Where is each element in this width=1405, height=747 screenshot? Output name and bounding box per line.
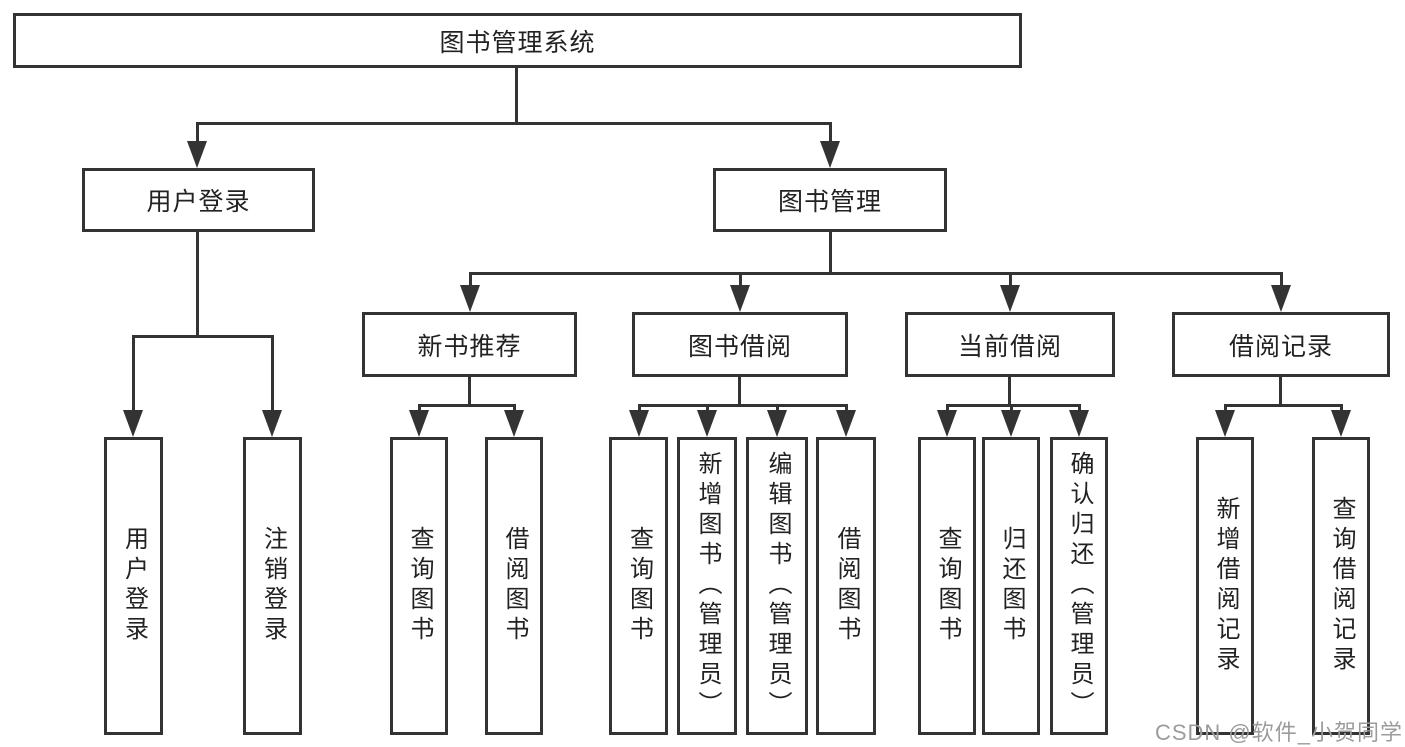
connector-leaf-stem <box>1224 404 1227 411</box>
arrow-down-icon <box>730 285 750 312</box>
connector-leaf-stem <box>271 335 274 411</box>
connector-book-mgmt-down <box>829 232 832 272</box>
node-borrow-records: 借阅记录 <box>1172 312 1390 377</box>
arrow-down-icon <box>1215 410 1235 437</box>
connector-group2-hline <box>638 404 848 407</box>
connector-root-stem <box>515 68 518 122</box>
arrow-down-icon <box>460 285 480 312</box>
connector-leaf-stem <box>132 335 135 411</box>
arrow-down-icon <box>820 141 840 168</box>
connector-user-login-down <box>196 232 199 335</box>
leaf-query-books-current: 查询图书 <box>918 437 976 735</box>
arrow-down-icon <box>767 410 787 437</box>
arrow-down-icon <box>1271 285 1291 312</box>
arrow-down-icon <box>937 410 957 437</box>
connector-user-login-stem <box>196 122 199 143</box>
connector-leaf-stem <box>1010 404 1013 411</box>
connector-group3-down <box>1008 377 1011 404</box>
leaf-logout: 注销登录 <box>243 437 302 735</box>
leaf-query-borrow-record: 查询借阅记录 <box>1312 437 1370 735</box>
connector-group-stem <box>469 272 472 287</box>
leaf-borrow-book: 借阅图书 <box>816 437 876 735</box>
connector-group-stem <box>1009 272 1012 287</box>
arrow-down-icon <box>1331 410 1351 437</box>
arrow-down-icon <box>123 410 143 437</box>
arrow-down-icon <box>1069 410 1089 437</box>
leaf-query-books-borrow: 查询图书 <box>609 437 668 735</box>
connector-leaf-stem <box>1078 404 1081 411</box>
connector-user-login-hline <box>132 335 274 338</box>
connector-leaf-stem <box>418 404 421 411</box>
connector-leaf-stem <box>946 404 949 411</box>
leaf-borrow-book-recommend: 借阅图书 <box>485 437 543 735</box>
csdn-watermark: CSDN @软件_小贺同学 <box>1154 720 1403 745</box>
connector-book-mgmt-stem <box>829 122 832 143</box>
connector-book-mgmt-hline <box>469 272 1283 275</box>
arrow-down-icon <box>1000 285 1020 312</box>
arrow-down-icon <box>504 410 524 437</box>
connector-leaf-stem <box>776 404 779 411</box>
node-current-borrow: 当前借阅 <box>905 312 1115 377</box>
connector-leaf-stem <box>845 404 848 411</box>
connector-root-hline <box>196 122 832 125</box>
connector-group-stem <box>739 272 742 287</box>
node-book-management: 图书管理 <box>713 168 947 232</box>
node-new-book-recommend: 新书推荐 <box>362 312 577 377</box>
arrow-down-icon <box>409 410 429 437</box>
arrow-down-icon <box>1001 410 1021 437</box>
leaf-query-books-recommend: 查询图书 <box>390 437 448 735</box>
leaf-edit-book-admin: 编辑图书（管理员） <box>746 437 808 735</box>
connector-group1-down <box>468 377 471 404</box>
leaf-add-book-admin: 新增图书（管理员） <box>677 437 737 735</box>
connector-group2-down <box>738 377 741 404</box>
connector-leaf-stem <box>706 404 709 411</box>
node-user-login: 用户登录 <box>82 168 315 232</box>
connector-leaf-stem <box>513 404 516 411</box>
leaf-add-borrow-record: 新增借阅记录 <box>1196 437 1254 735</box>
connector-group4-down <box>1279 377 1282 404</box>
connector-leaf-stem <box>638 404 641 411</box>
node-book-borrow: 图书借阅 <box>632 312 848 377</box>
arrow-down-icon <box>836 410 856 437</box>
connector-group-stem <box>1280 272 1283 287</box>
arrow-down-icon <box>629 410 649 437</box>
connector-group1-hline <box>418 404 516 407</box>
arrow-down-icon <box>187 141 207 168</box>
leaf-user-login: 用户登录 <box>104 437 163 735</box>
node-root: 图书管理系统 <box>13 13 1022 68</box>
leaf-return-book: 归还图书 <box>982 437 1040 735</box>
connector-group3-hline <box>946 404 1081 407</box>
arrow-down-icon <box>697 410 717 437</box>
arrow-down-icon <box>262 410 282 437</box>
connector-leaf-stem <box>1340 404 1343 411</box>
connector-group4-hline <box>1224 404 1343 407</box>
leaf-confirm-return-admin: 确认归还（管理员） <box>1050 437 1108 735</box>
